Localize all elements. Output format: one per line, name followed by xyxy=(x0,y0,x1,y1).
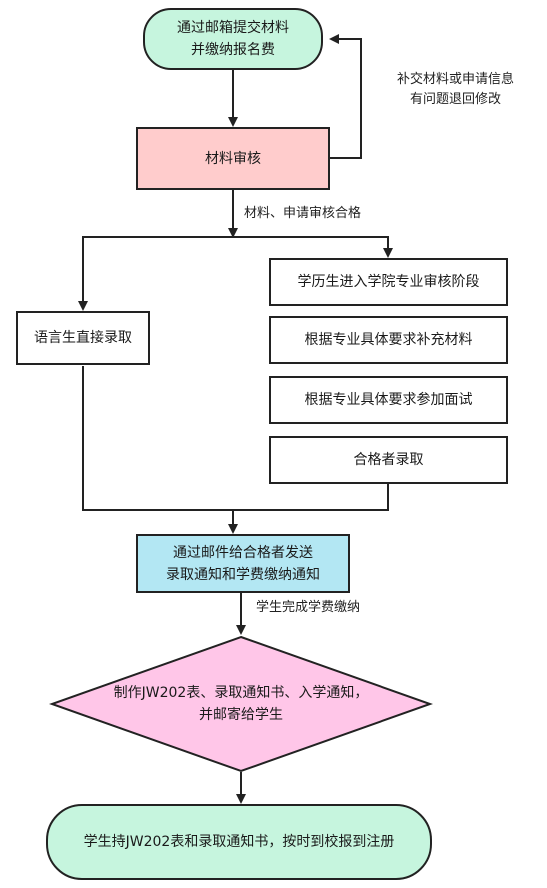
node-send-notification-line2: 录取通知和学费缴纳通知 xyxy=(166,566,320,583)
node-interview: 根据专业具体要求参加面试 xyxy=(269,376,508,424)
merge-left xyxy=(82,366,233,511)
node-qualified-admit: 合格者录取 xyxy=(269,436,508,484)
label-tuition-paid: 学生完成学费缴纳 xyxy=(256,600,361,615)
label-return-line2: 有问题退回修改 xyxy=(409,92,501,107)
node-prepare-documents-line2: 并邮寄给学生 xyxy=(199,707,283,723)
node-send-notification: 通过邮件给合格者发送 录取通知和学费缴纳通知 xyxy=(136,534,350,593)
label-return-line1: 补交材料或申请信息 xyxy=(396,72,514,87)
arrow-to-lang xyxy=(78,236,233,311)
node-degree-stage-label: 学历生进入学院专业审核阶段 xyxy=(297,274,480,290)
label-review-passed: 材料、申请审核合格 xyxy=(244,206,362,221)
node-qualified-admit-label: 合格者录取 xyxy=(353,452,424,468)
node-report-register-label: 学生持JW202表和录取通知书，按时到校报到注册 xyxy=(83,834,395,850)
label-return-for-revision: 补交材料或申请信息 有问题退回修改 xyxy=(368,70,543,110)
node-send-notification-line1: 通过邮件给合格者发送 xyxy=(173,544,313,561)
node-degree-stage: 学历生进入学院专业审核阶段 xyxy=(269,258,508,306)
merge-right xyxy=(233,484,389,511)
node-interview-label: 根据专业具体要求参加面试 xyxy=(304,392,473,408)
node-submit-materials-line2: 并缴纳报名费 xyxy=(191,42,275,58)
node-submit-materials: 通过邮箱提交材料 并缴纳报名费 xyxy=(143,8,323,70)
arrow-return-loop xyxy=(329,34,362,159)
decision-diamond xyxy=(49,635,433,773)
node-supplement-materials: 根据专业具体要求补充材料 xyxy=(269,316,508,364)
node-report-register: 学生持JW202表和录取通知书，按时到校报到注册 xyxy=(46,804,432,880)
arrow-to-degree xyxy=(233,236,393,258)
node-material-review: 材料审核 xyxy=(136,127,330,190)
node-material-review-label: 材料审核 xyxy=(205,150,261,167)
node-language-admit-label: 语言生直接录取 xyxy=(34,330,132,346)
node-supplement-materials-label: 根据专业具体要求补充材料 xyxy=(304,332,473,348)
node-language-admit: 语言生直接录取 xyxy=(16,311,150,365)
node-submit-materials-line1: 通过邮箱提交材料 xyxy=(177,20,289,36)
node-prepare-documents: 制作JW202表、录取通知书、入学通知， 并邮寄给学生 xyxy=(80,682,402,726)
node-prepare-documents-line1: 制作JW202表、录取通知书、入学通知， xyxy=(113,685,369,701)
